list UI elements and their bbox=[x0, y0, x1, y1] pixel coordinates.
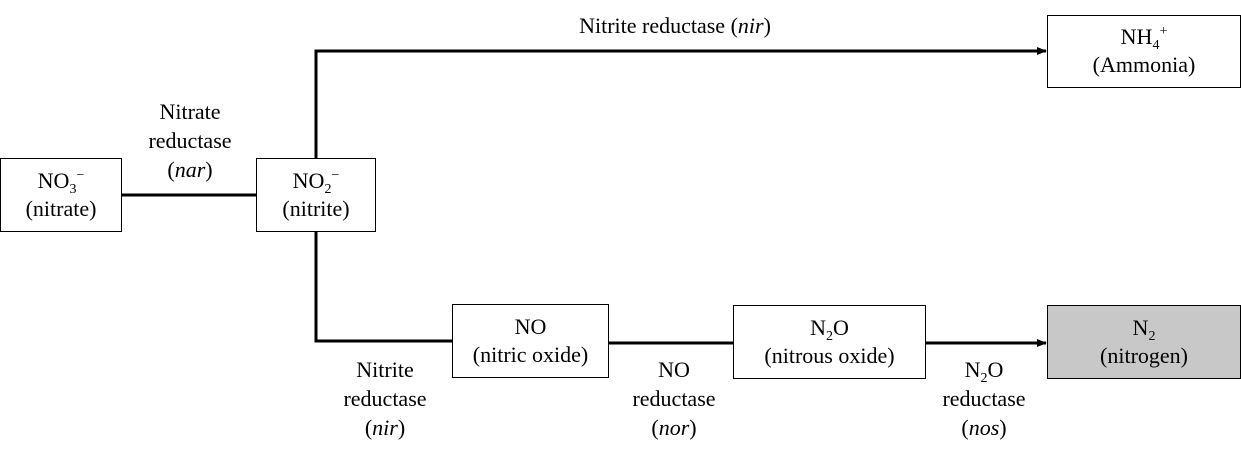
nor-label: NO reductase (nor) bbox=[614, 355, 734, 442]
nos-label-gene: (nos) bbox=[961, 415, 1007, 440]
nitrogen-formula: N2 bbox=[1132, 315, 1156, 344]
nitrous-oxide-name: (nitrous oxide) bbox=[764, 343, 895, 368]
nitrous-oxide-box: N2O (nitrous oxide) bbox=[733, 305, 926, 379]
nar-label-line2: reductase bbox=[148, 128, 232, 153]
nir-bottom-label-line1: Nitrite bbox=[356, 357, 414, 382]
nitrate-name: (nitrate) bbox=[25, 196, 97, 221]
nir-top-label-text: Nitrite reductase (nir) bbox=[579, 13, 771, 38]
nitrite-name: (nitrite) bbox=[282, 196, 350, 221]
nar-label-line1: Nitrate bbox=[159, 99, 221, 124]
nos-label-line2: reductase bbox=[942, 386, 1026, 411]
nor-label-line2: reductase bbox=[632, 386, 716, 411]
nos-label: N2O reductase (nos) bbox=[924, 355, 1044, 442]
ammonia-box: NH4+ (Ammonia) bbox=[1047, 15, 1241, 88]
nitrous-oxide-formula: N2O bbox=[810, 315, 849, 344]
nir-bottom-label: Nitrite reductase (nir) bbox=[325, 355, 445, 442]
nir-bottom-label-line2: reductase bbox=[343, 386, 427, 411]
nitric-oxide-formula: NO bbox=[514, 314, 547, 339]
nitrogen-box: N2 (nitrogen) bbox=[1047, 305, 1241, 379]
ammonia-formula: NH4+ bbox=[1120, 24, 1168, 53]
nitric-oxide-box: NO (nitric oxide) bbox=[452, 304, 609, 378]
nitrate-box: NO3− (nitrate) bbox=[0, 158, 122, 232]
nor-label-line1: NO bbox=[658, 357, 690, 382]
nir-top-label: Nitrite reductase (nir) bbox=[500, 11, 850, 40]
nitrogen-name: (nitrogen) bbox=[1100, 343, 1188, 368]
nar-label: Nitrate reductase (nar) bbox=[130, 97, 250, 184]
nar-label-gene: (nar) bbox=[167, 157, 213, 182]
nitric-oxide-name: (nitric oxide) bbox=[472, 342, 589, 367]
nitrite-box: NO2− (nitrite) bbox=[256, 158, 376, 232]
nir-bottom-label-gene: (nir) bbox=[364, 415, 406, 440]
nitrite-formula: NO2− bbox=[292, 168, 340, 197]
nos-label-line1: N2O bbox=[964, 357, 1004, 386]
nitrate-formula: NO3− bbox=[37, 168, 85, 197]
ammonia-name: (Ammonia) bbox=[1092, 52, 1196, 77]
nor-label-gene: (nor) bbox=[651, 415, 697, 440]
